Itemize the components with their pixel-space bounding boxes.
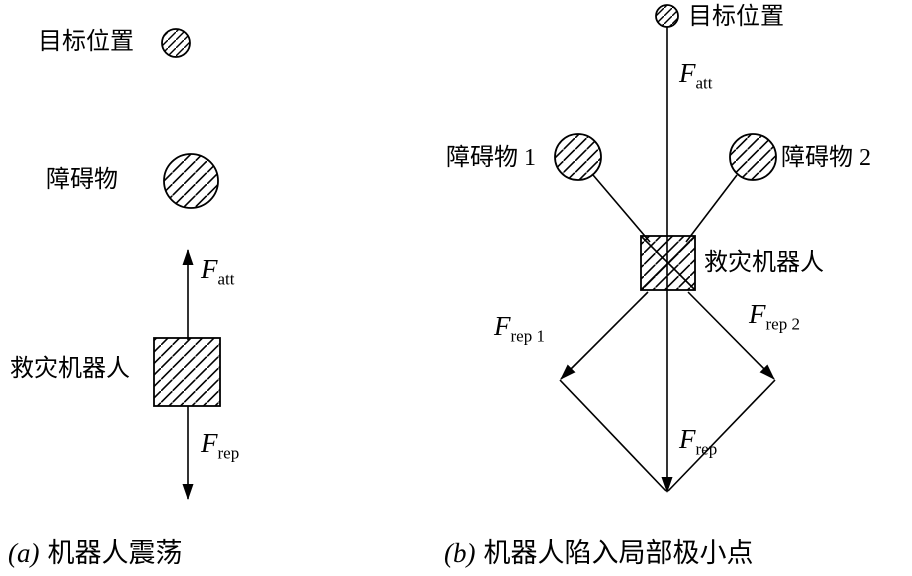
robot-label-b: 救灾机器人 bbox=[704, 250, 824, 276]
repulsive-force1-arrow-b bbox=[560, 291, 649, 380]
obstacle1-robot-line bbox=[592, 174, 651, 243]
f-att-label-b: Fatt bbox=[679, 58, 713, 93]
robot-square-a bbox=[153, 337, 221, 407]
caption-b: (b)机器人陷入局部极小点 bbox=[444, 531, 753, 570]
target-label-a: 目标位置 bbox=[38, 29, 134, 55]
obstacle-circle-a bbox=[163, 153, 219, 209]
obstacle-label-a: 障碍物 bbox=[46, 167, 118, 193]
target-circle-b bbox=[655, 4, 679, 28]
force-symbol: F bbox=[749, 299, 766, 329]
force-symbol: F bbox=[201, 428, 218, 458]
target-circle-a bbox=[161, 28, 191, 58]
force-subscript: att bbox=[695, 73, 713, 93]
repulsive-force2-arrow-b bbox=[687, 291, 775, 380]
obstacle2-circle-b bbox=[729, 133, 777, 181]
robot-label-a: 救灾机器人 bbox=[10, 356, 130, 382]
force-symbol: F bbox=[494, 311, 511, 341]
caption-index: (a) bbox=[8, 538, 40, 568]
force-subscript: rep 1 bbox=[510, 326, 545, 346]
force-symbol: F bbox=[201, 254, 218, 284]
force-subscript: rep bbox=[695, 439, 718, 459]
caption-text: 机器人陷入局部极小点 bbox=[483, 538, 754, 568]
target-label-b: 目标位置 bbox=[688, 4, 784, 30]
f-rep-label-b: Frep bbox=[679, 424, 717, 459]
obstacle1-circle-b bbox=[554, 133, 602, 181]
obstacle2-label-b: 障碍物 2 bbox=[781, 145, 871, 171]
robot-square-diagonal-2 bbox=[640, 235, 696, 291]
force-symbol: F bbox=[679, 424, 696, 454]
obstacle1-label-b: 障碍物 1 bbox=[446, 145, 536, 171]
f-rep2-label-b: Frep 2 bbox=[749, 299, 800, 334]
f-att-label-a: Fatt bbox=[201, 254, 235, 289]
force-subscript: rep bbox=[217, 443, 240, 463]
obstacle2-robot-line bbox=[685, 174, 738, 243]
caption-index: (b) bbox=[444, 538, 476, 568]
force-subscript: rep 2 bbox=[765, 314, 800, 334]
caption-a: (a)机器人震荡 bbox=[8, 531, 182, 570]
force-subscript: att bbox=[217, 269, 235, 289]
f-rep-label-a: Frep bbox=[201, 428, 239, 463]
f-rep1-label-b: Frep 1 bbox=[494, 311, 545, 346]
force-symbol: F bbox=[679, 58, 696, 88]
caption-text: 机器人震荡 bbox=[47, 538, 183, 568]
parallelogram-left-line bbox=[559, 379, 667, 492]
parallelogram-right-line bbox=[667, 379, 776, 492]
